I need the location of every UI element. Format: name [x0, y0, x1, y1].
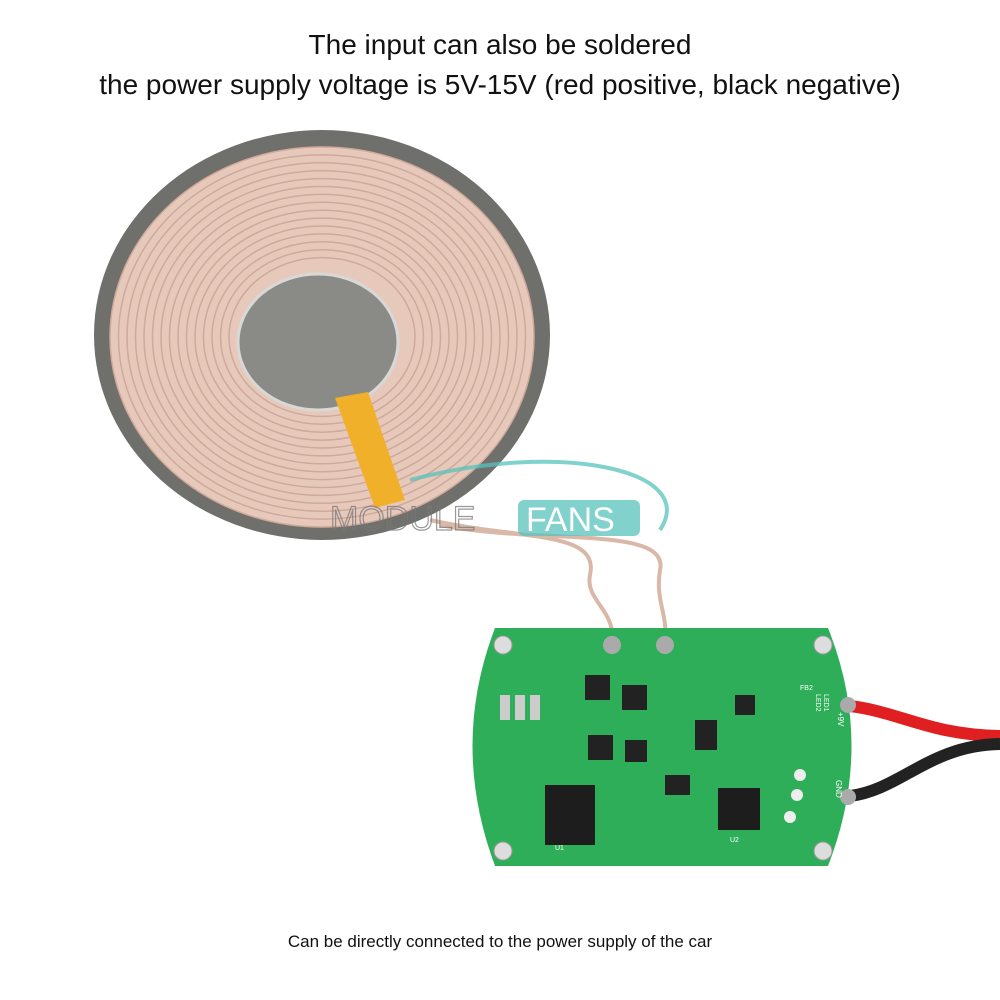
- coil-winding: [143, 177, 501, 497]
- wireless-charging-coil: [94, 130, 550, 540]
- label-fb2: FB2: [800, 685, 813, 692]
- coil-winding: [168, 201, 476, 473]
- label-led1: LED1: [822, 694, 829, 712]
- pcb-board: +9V GND LED1 LED2 FB2 U1 U2: [472, 628, 856, 866]
- kapton-tape: [335, 392, 405, 508]
- watermark-logo: MODULE FANS: [329, 459, 669, 539]
- coil-winding: [219, 248, 425, 426]
- red-wire: [849, 700, 1000, 742]
- coil-lead: [439, 523, 668, 641]
- coil-winding: [177, 209, 467, 465]
- coil-winding: [228, 256, 416, 418]
- caption: Can be directly connected to the power s…: [287, 932, 713, 951]
- coil-winding: [134, 169, 510, 505]
- label-plus9v: +9V: [836, 712, 845, 727]
- coil-winding: [211, 241, 433, 433]
- watermark-fans: FANS: [526, 501, 615, 539]
- coil-winding: [117, 154, 527, 520]
- coil-winding: [126, 162, 518, 512]
- heading-line-1: The input can also be soldered: [308, 29, 692, 60]
- heading-line-2: the power supply voltage is 5V-15V (red …: [99, 69, 901, 100]
- coil-winding: [202, 233, 442, 441]
- label-gnd: GND: [834, 780, 843, 798]
- label-u2: U2: [730, 837, 739, 844]
- watermark-module: MODULE: [330, 500, 475, 538]
- coil-winding: [185, 217, 459, 457]
- coil-winding: [151, 185, 493, 489]
- chip-u2: [718, 788, 760, 830]
- coil-winding: [160, 193, 484, 481]
- ferrite-core: [236, 272, 400, 412]
- label-led2: LED2: [814, 694, 821, 712]
- black-wire: [849, 738, 1000, 802]
- label-u1: U1: [555, 845, 564, 852]
- coil-winding: [194, 225, 450, 449]
- chip-u1: [545, 785, 595, 845]
